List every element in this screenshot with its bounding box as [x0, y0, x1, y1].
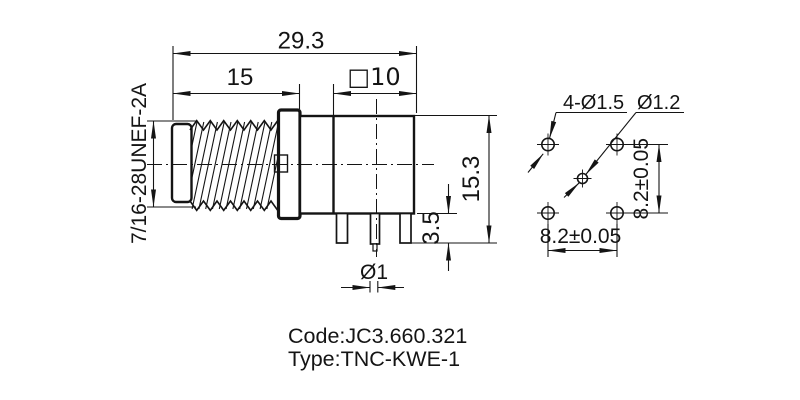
- dim-horizontal-pitch: 8.2±0.05: [540, 224, 622, 257]
- footer: Code:JC3.660.321 Type:TNC-KWE-1: [288, 324, 467, 371]
- corner-holes-label: 4-Ø1.5: [563, 92, 624, 114]
- dim-overall-length-label: 29.3: [278, 28, 325, 55]
- dim-horizontal-pitch-label: 8.2±0.05: [540, 225, 622, 248]
- main-view: 29.3 15 □10 7/16-28UNEF-2A 15.3: [128, 28, 497, 293]
- hole-pattern-view: 4-Ø1.5 Ø1.2 8.2±0.05 8.2±0.05: [527, 92, 684, 257]
- coupling-cap: [170, 122, 193, 204]
- dim-body-width-label: □10: [347, 63, 400, 91]
- center-contact-pin: [369, 212, 381, 245]
- dim-thread-spec: 7/16-28UNEF-2A: [128, 83, 196, 244]
- thread-profile-top: [189, 119, 280, 132]
- thread-profile-bottom: [189, 199, 280, 212]
- dim-total-height-label: 15.3: [458, 156, 485, 203]
- right-ground-pin: [399, 212, 412, 244]
- center-hole-label: Ø1.2: [637, 92, 680, 114]
- dim-thread-length-label: 15: [227, 64, 254, 91]
- dim-thread-length: 15: [172, 64, 301, 109]
- dim-overall-length: 29.3: [172, 28, 418, 120]
- left-ground-pin: [335, 212, 349, 244]
- part-code-label: Code:JC3.660.321: [288, 324, 467, 348]
- dim-pin-length: 3.5: [417, 184, 457, 271]
- thread-spec-label: 7/16-28UNEF-2A: [128, 83, 151, 244]
- callout-corner-holes: 4-Ø1.5: [527, 92, 627, 173]
- thread-hatching: [191, 121, 279, 210]
- flange-notch: [273, 154, 289, 173]
- callout-center-hole: Ø1.2: [563, 92, 684, 198]
- dim-vertical-pitch-label: 8.2±0.05: [630, 138, 653, 220]
- dim-pin-diameter: Ø1: [341, 261, 404, 293]
- dim-pin-length-label: 3.5: [418, 211, 445, 244]
- hole-center-marks: [537, 133, 628, 224]
- part-type-label: Type:TNC-KWE-1: [288, 347, 460, 371]
- center-pin-tip: [372, 243, 378, 252]
- dim-body-width: □10: [332, 63, 417, 116]
- dim-vertical-pitch: 8.2±0.05: [628, 138, 668, 220]
- dim-pin-diameter-label: Ø1: [360, 261, 388, 284]
